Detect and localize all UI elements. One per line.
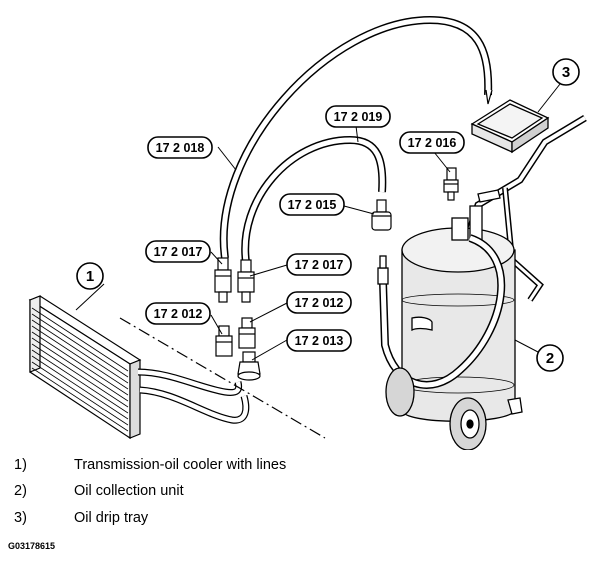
connector-172017-left: [214, 257, 232, 303]
item-number-2: 2: [536, 344, 564, 372]
svg-text:17 2 016: 17 2 016: [408, 136, 457, 150]
hose-172018: [219, 15, 493, 259]
svg-text:17 2 017: 17 2 017: [154, 245, 203, 259]
connector-172012-left: [215, 325, 233, 357]
connector-172012-right: [238, 317, 256, 349]
connector-172015: [371, 199, 392, 231]
oil-collection-unit: [377, 114, 587, 450]
callout-172013: 17 2 013: [286, 329, 352, 352]
callout-172017-right: 17 2 017: [286, 253, 352, 276]
item-number-1: 1: [76, 262, 104, 290]
oil-drip-tray: [470, 99, 550, 154]
legend-text: Oil drip tray: [74, 510, 149, 526]
center-line: [119, 317, 326, 439]
legend-number: 1): [14, 457, 27, 473]
svg-text:17 2 012: 17 2 012: [295, 296, 344, 310]
callout-172019: 17 2 019: [325, 105, 391, 128]
svg-text:17 2 017: 17 2 017: [295, 258, 344, 272]
transmission-oil-cooler: [28, 295, 250, 440]
figure-id: G03178615: [8, 541, 56, 551]
callout-172018: 17 2 018: [147, 136, 213, 159]
callout-172015: 17 2 015: [279, 193, 345, 216]
connector-172016: [443, 167, 459, 201]
callout-172016: 17 2 016: [399, 131, 465, 154]
svg-text:17 2 013: 17 2 013: [295, 334, 344, 348]
connector-172013: [237, 351, 261, 381]
svg-text:17 2 015: 17 2 015: [288, 198, 337, 212]
item-number-3: 3: [552, 58, 580, 86]
legend-number: 3): [14, 510, 27, 526]
legend-text: Oil collection unit: [74, 483, 184, 499]
svg-text:17 2 019: 17 2 019: [334, 110, 383, 124]
callout-172017-left: 17 2 017: [145, 240, 211, 263]
svg-text:3: 3: [562, 64, 570, 81]
legend-text: Transmission-oil cooler with lines: [74, 457, 287, 473]
svg-text:17 2 018: 17 2 018: [156, 141, 205, 155]
svg-text:2: 2: [546, 350, 554, 367]
legend-number: 2): [14, 483, 27, 499]
callout-172012-left: 17 2 012: [145, 302, 211, 325]
hose-172019: [241, 135, 387, 263]
callout-172012-right: 17 2 012: [286, 291, 352, 314]
connector-172017-right: [237, 259, 255, 303]
svg-text:1: 1: [86, 268, 94, 285]
leader-lines: [75, 83, 561, 361]
svg-text:17 2 012: 17 2 012: [154, 307, 203, 321]
oil-change-diagram: 17 2 018 17 2 019 17 2 016 17 2 015 17 2…: [28, 15, 587, 450]
